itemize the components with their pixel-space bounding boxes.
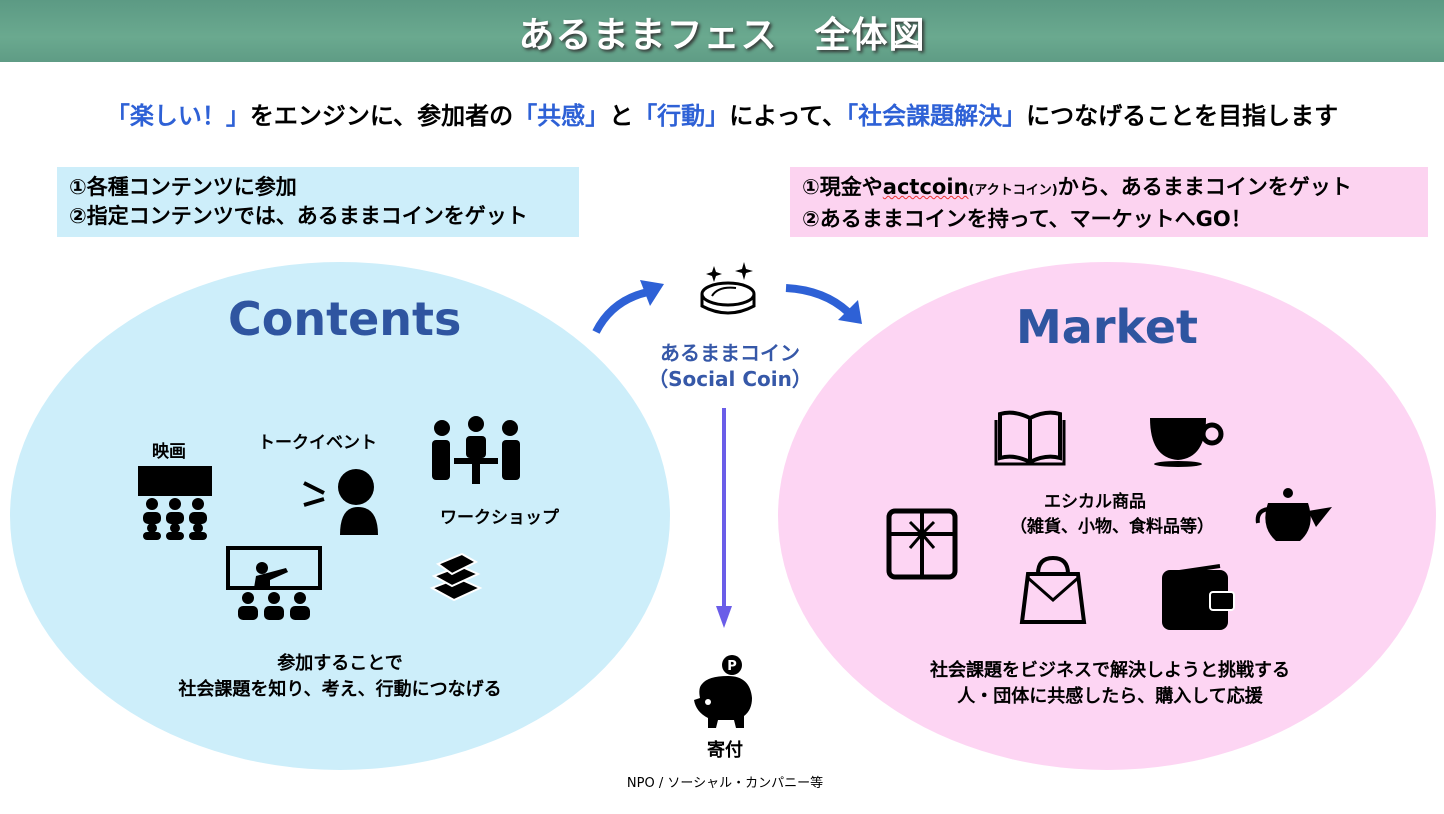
wallet-icon (1162, 564, 1235, 630)
ethical-goods-label: エシカル商品 （雑貨、小物、食料品等） (1010, 487, 1214, 537)
step-1: ①現金やactcoin(アクトコイン)から、あるままコインをゲット (802, 173, 1416, 205)
step-2: ②あるままコインを持って、マーケットへGO！ (802, 207, 1252, 231)
tagline-part: をエンジンに、参加者の (249, 102, 514, 130)
social-coin-label: あるままコイン（Social Coin） (630, 340, 830, 392)
tagline: 「楽しい！」をエンジンに、参加者の「共感」と「行動」によって、「社会課題解決」に… (0, 96, 1444, 131)
desc-line: 社会課題をビジネスで解決しようと挑戦する (930, 660, 1290, 681)
meeting-icon (432, 416, 520, 484)
handbag-icon (1019, 555, 1087, 624)
tagline-part: 「行動」 (633, 102, 730, 130)
coin-icon (700, 262, 756, 315)
arrow-to-donation-icon (716, 408, 732, 628)
arrow-to-coin-icon (592, 280, 664, 334)
tagline-part: につなげることを目指します (1026, 102, 1339, 130)
donation-recipients: NPO / ソーシャル・カンパニー等 (626, 776, 824, 791)
market-heading: Market (1016, 300, 1199, 354)
goods-line: エシカル商品 (1044, 492, 1146, 512)
step-2: ②指定コンテンツでは、あるままコインをゲット (69, 204, 528, 228)
tagline-part: 「社会課題解決」 (846, 102, 1027, 130)
piggy-bank-icon: P (694, 655, 752, 728)
cup-icon (1150, 418, 1224, 467)
page-title: あるままフェス 全体図 (518, 15, 926, 56)
coin-mark: P (727, 659, 737, 674)
lecture-icon (226, 546, 322, 620)
step-1: ①各種コンテンツに参加 (69, 175, 297, 199)
actcoin-reading: (アクトコイン) (968, 183, 1058, 198)
speaker-icon (303, 469, 378, 535)
tagline-part: 「共感」 (513, 102, 610, 130)
contents-description: 参加することで社会課題を知り、考え、行動につなげる (140, 651, 540, 703)
desc-line: 人・団体に共感したら、購入して応援 (957, 686, 1263, 707)
actcoin-text: actcoin (882, 175, 969, 199)
contents-heading: Contents (228, 292, 462, 346)
tagline-part: 「楽しい！」 (105, 102, 250, 130)
book-icon (994, 410, 1066, 466)
item-movie-label: 映画 (152, 442, 186, 462)
text: ①現金や (802, 175, 883, 199)
teapot-icon (1255, 488, 1332, 541)
market-steps-box: ①現金やactcoin(アクトコイン)から、あるままコインをゲット ②あるままコ… (790, 167, 1428, 237)
desc-line: 参加することで (277, 653, 403, 674)
text: から、あるままコインをゲット (1057, 175, 1352, 199)
goods-line: （雑貨、小物、食料品等） (1010, 517, 1214, 537)
tagline-part: と (609, 102, 634, 130)
arrow-to-market-icon (785, 284, 862, 324)
market-description: 社会課題をビジネスで解決しようと挑戦する人・団体に共感したら、購入して応援 (880, 658, 1340, 710)
contents-area (10, 262, 670, 770)
item-talk-label: トークイベント (258, 433, 377, 453)
item-workshop-label: ワークショップ (440, 508, 559, 528)
contents-steps-box: ①各種コンテンツに参加 ②指定コンテンツでは、あるままコインをゲット (57, 167, 579, 237)
coin-label-line: （Social Coin） (648, 367, 812, 391)
books-icon (429, 552, 483, 602)
tagline-part: によって、 (729, 102, 847, 130)
donation-label: 寄付 (707, 740, 743, 761)
cinema-icon (138, 466, 212, 540)
gift-icon (886, 508, 958, 580)
coin-label-line: あるままコイン (660, 341, 800, 365)
header-banner (0, 0, 1444, 62)
desc-line: 社会課題を知り、考え、行動につなげる (178, 679, 502, 700)
